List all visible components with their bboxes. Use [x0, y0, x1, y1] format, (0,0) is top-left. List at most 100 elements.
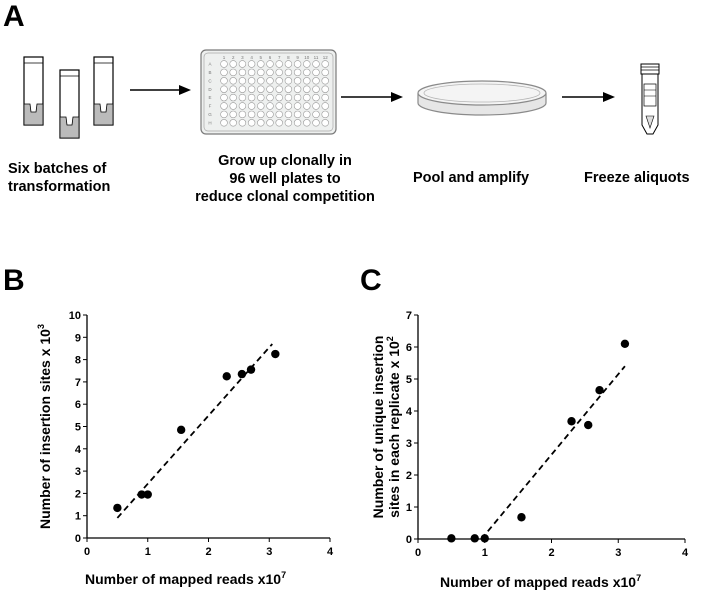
plate-well [247, 60, 256, 68]
plate-row-label: A [208, 62, 211, 67]
plate-well [229, 93, 237, 102]
plate-well [229, 102, 237, 110]
plate-well [293, 119, 302, 127]
plate-row-label: G [208, 112, 212, 117]
plate-well [220, 60, 228, 68]
y-axis-label: sites in each replicate x 102 [385, 336, 402, 518]
plate-well [293, 85, 302, 93]
data-point [271, 349, 280, 359]
plate-well [293, 77, 302, 85]
plate-well [238, 93, 247, 102]
plate-well [220, 68, 228, 77]
plate-well [293, 93, 302, 102]
plate-well [284, 77, 293, 85]
plate-well [275, 85, 283, 93]
plate-column-label: 8 [287, 55, 290, 60]
x-tick-label: 2 [205, 546, 211, 558]
plate-column-label: 7 [278, 55, 281, 60]
y-tick-label: 4 [406, 406, 413, 418]
plate-well [247, 102, 256, 110]
plate-well [284, 60, 293, 68]
plate-well [229, 60, 237, 68]
plate-well [275, 119, 283, 127]
step4-caption: Freeze aliquots [584, 170, 690, 186]
plate-well [312, 110, 320, 119]
step1-caption: Six batches of transformation [8, 160, 110, 196]
plate-well [312, 93, 320, 102]
plate-well [229, 68, 237, 77]
plate-column-label: 5 [260, 55, 263, 60]
plate-well [247, 110, 256, 119]
caption-line: Six batches of [8, 161, 107, 177]
y-tick-label: 2 [75, 488, 81, 500]
plate-well [257, 110, 265, 119]
x-axis-label: Number of mapped reads x107 [440, 573, 641, 590]
plate-row-label: F [209, 104, 212, 109]
plate-well [284, 119, 293, 127]
plate-well [247, 119, 256, 127]
plate-well [284, 93, 293, 102]
y-tick-label: 6 [406, 342, 412, 354]
plate-well [275, 102, 283, 110]
panel-a-letter: A [3, 0, 25, 33]
y-axis-label-exponent: 3 [36, 324, 46, 329]
plate-well [247, 93, 256, 102]
plate-well [321, 102, 329, 110]
x-tick-label: 4 [682, 547, 689, 559]
data-point [137, 490, 146, 499]
plate-well [238, 110, 247, 119]
plate-well [238, 60, 247, 68]
plate-row-label: D [208, 87, 212, 92]
plate-well [284, 110, 293, 119]
panel-c-letter: C [360, 264, 382, 297]
plate-row-label: C [208, 78, 212, 83]
plate-well [275, 77, 283, 85]
plate-well [321, 119, 329, 127]
x-tick-label: 0 [84, 546, 90, 558]
plate-well [303, 102, 311, 110]
plate-well [257, 77, 265, 85]
caption-line: transformation [8, 179, 111, 195]
plate-well [257, 68, 265, 77]
data-point [176, 425, 186, 435]
plate-well [321, 110, 329, 119]
y-tick-label: 5 [406, 374, 412, 386]
plate-column-label: 4 [250, 55, 253, 60]
y-tick-label: 7 [406, 310, 412, 322]
arrow-icon [341, 92, 403, 102]
arrow-icon [562, 92, 615, 102]
plate-well [275, 60, 283, 68]
panel-b-letter: B [3, 264, 25, 297]
plate-well [293, 110, 302, 119]
plate-well [284, 102, 293, 110]
caption-line: 96 well plates to [229, 171, 341, 187]
x-tick-label: 1 [145, 546, 151, 558]
arrow-icon [130, 85, 191, 95]
y-tick-label: 4 [75, 444, 82, 456]
x-tick-label: 3 [266, 546, 272, 558]
plate-well [266, 85, 274, 93]
y-tick-label: 3 [406, 438, 412, 450]
plate-well [303, 77, 311, 85]
step2-caption: Grow up clonally in 96 well plates to re… [185, 152, 385, 206]
plate-well [284, 85, 293, 93]
y-axis-label: Number of insertion sites x 103 [36, 324, 53, 529]
plate-well [257, 93, 265, 102]
x-tick-label: 3 [615, 547, 621, 559]
plate-well [312, 119, 320, 127]
y-tick-label: 10 [69, 310, 81, 322]
plate-well [321, 68, 329, 77]
y-tick-label: 9 [75, 332, 81, 344]
plate-well [266, 110, 274, 119]
plate-column-label: 9 [296, 55, 299, 60]
plate-well [247, 68, 256, 77]
caption-line: Grow up clonally in [218, 153, 352, 169]
y-tick-label: 0 [406, 534, 412, 546]
plate-well [238, 77, 247, 85]
plate-row-label: H [208, 120, 211, 125]
petri-dish-icon [417, 80, 547, 116]
plate-well [266, 68, 274, 77]
cuvette-icon [59, 69, 80, 139]
